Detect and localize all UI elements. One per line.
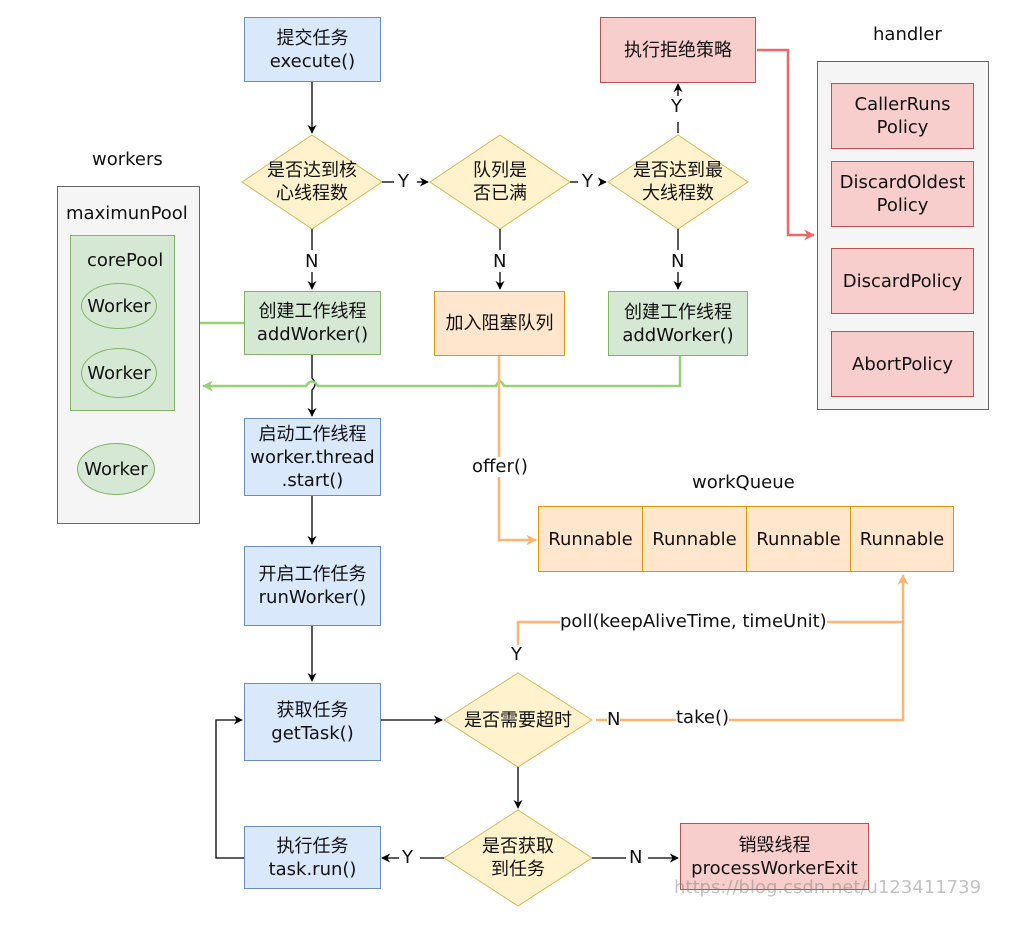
node-destroy-line-1: 销毁线程 — [738, 834, 811, 856]
queue-cell-2-label: Runnable — [652, 528, 737, 550]
decision-queue-full-line-1: 队列是 — [473, 160, 527, 181]
queue-cell-4-label: Runnable — [859, 528, 945, 550]
edge-max-worker-to-pool — [201, 356, 682, 392]
decision-reached-max-line-2: 大线程数 — [642, 183, 714, 204]
work-queue-title: workQueue — [692, 472, 795, 493]
queue-cell-3: Runnable — [746, 506, 851, 572]
maximum-pool-container: maximunPool corePool Worker Worker Worke… — [57, 186, 200, 524]
edge-label-timeout-no: N — [607, 709, 621, 730]
node-run-worker-line-1: 开启工作任务 — [258, 564, 367, 585]
policy-discard: DiscardPolicy — [831, 248, 974, 314]
node-run-task-line-1: 执行任务 — [276, 835, 349, 857]
decision-need-timeout: 是否需要超时 — [454, 708, 582, 732]
node-reject-policy: 执行拒绝策略 — [600, 17, 756, 83]
node-reject-line-1: 执行拒绝策略 — [624, 39, 732, 61]
queue-cell-1-label: Runnable — [548, 528, 633, 550]
edge-label-max-yes: Y — [671, 96, 682, 117]
extra-worker-label: Worker — [84, 458, 148, 480]
core-worker-1: Worker — [81, 283, 157, 329]
decision-got-task-line-2: 到任务 — [491, 859, 545, 880]
edge-take — [596, 573, 909, 722]
core-worker-1-label: Worker — [87, 295, 151, 317]
decision-reached-core-line-1: 是否达到核 — [267, 160, 357, 181]
node-create-core-line-2: addWorker() — [256, 324, 369, 345]
edge-label-got-yes: Y — [402, 847, 413, 868]
node-enqueue: 加入阻塞队列 — [434, 291, 565, 356]
node-create-max-line-1: 创建工作线程 — [624, 301, 732, 323]
edge-label-timeout-yes: Y — [511, 644, 522, 665]
edge-label-queue-yes: Y — [582, 171, 593, 192]
edge-create-to-start — [307, 355, 317, 417]
node-get-task: 获取任务 getTask() — [244, 683, 381, 761]
node-enqueue-line-1: 加入阻塞队列 — [445, 313, 554, 334]
workers-title: workers — [92, 149, 163, 170]
decision-queue-full-line-2: 否已满 — [473, 183, 527, 204]
core-pool-container: corePool Worker Worker — [70, 235, 175, 411]
node-create-core-line-1: 创建工作线程 — [258, 301, 367, 322]
decision-reached-max: 是否达到最 大线程数 — [618, 158, 738, 206]
node-start-thread: 启动工作线程 worker.thread .start() — [244, 418, 381, 496]
decision-queue-full: 队列是 否已满 — [450, 158, 550, 206]
core-worker-2: Worker — [81, 348, 157, 398]
edge-label-got-no: N — [629, 847, 643, 868]
policy-caller-runs-label: CallerRuns Policy — [854, 94, 951, 138]
maximum-pool-label: maximunPool — [66, 203, 188, 224]
node-create-worker-max: 创建工作线程 addWorker() — [608, 291, 748, 356]
decision-need-timeout-line-1: 是否需要超时 — [464, 709, 572, 731]
handler-container: CallerRuns Policy DiscardOldest Policy D… — [817, 61, 989, 410]
decision-got-task-line-1: 是否获取 — [482, 836, 554, 857]
node-start-line-3: .start() — [281, 469, 344, 491]
decision-reached-core: 是否达到核 心线程数 — [252, 158, 372, 206]
edge-label-take: take() — [676, 707, 729, 728]
node-submit-line-2: execute() — [269, 50, 356, 72]
node-destroy-line-2: processWorkerExit — [691, 857, 858, 879]
node-start-line-2: worker.thread — [250, 446, 375, 468]
node-run-task-line-2: task.run() — [268, 858, 357, 880]
decision-reached-core-line-2: 心线程数 — [276, 183, 348, 204]
node-create-worker-core: 创建工作线程 addWorker() — [244, 291, 381, 355]
node-destroy-thread: 销毁线程 processWorkerExit — [680, 823, 869, 890]
policy-discard-oldest-label: DiscardOldest Policy — [839, 172, 966, 216]
edge-reject-to-handler — [757, 48, 816, 241]
node-submit-line-1: 提交任务 — [276, 27, 349, 49]
policy-caller-runs: CallerRuns Policy — [831, 83, 974, 149]
edge-enqueue-offer — [497, 356, 538, 546]
policy-abort: AbortPolicy — [831, 331, 974, 397]
node-submit-task: 提交任务 execute() — [244, 17, 381, 82]
node-run-worker-line-2: runWorker() — [258, 587, 367, 608]
edge-label-max-no: N — [671, 251, 685, 272]
node-get-task-line-2: getTask() — [271, 723, 354, 744]
edge-label-queue-no: N — [493, 251, 507, 272]
core-worker-2-label: Worker — [87, 362, 151, 384]
node-create-max-line-2: addWorker() — [622, 324, 734, 346]
node-start-line-1: 启动工作线程 — [258, 423, 367, 445]
node-get-task-line-1: 获取任务 — [276, 700, 349, 721]
queue-cell-3-label: Runnable — [756, 528, 841, 550]
node-run-worker: 开启工作任务 runWorker() — [244, 546, 381, 626]
handler-title: handler — [873, 24, 942, 45]
node-run-task: 执行任务 task.run() — [244, 826, 381, 889]
queue-cell-1: Runnable — [538, 506, 643, 572]
watermark: https://blog.csdn.net/u123411739 — [674, 877, 982, 898]
queue-cell-4: Runnable — [850, 506, 954, 572]
policy-abort-label: AbortPolicy — [852, 353, 953, 375]
decision-got-task-shape — [443, 809, 593, 907]
edge-label-offer: offer() — [472, 456, 528, 477]
decision-reached-max-line-1: 是否达到最 — [633, 160, 723, 181]
decision-got-task: 是否获取 到任务 — [468, 834, 568, 882]
queue-cell-2: Runnable — [642, 506, 747, 572]
edge-run-task-loop — [215, 715, 244, 859]
edge-label-core-no: N — [305, 251, 319, 272]
extra-worker: Worker — [77, 443, 155, 495]
edge-label-poll: poll(keepAliveTime, timeUnit) — [560, 611, 827, 632]
policy-discard-label: DiscardPolicy — [842, 270, 963, 292]
edge-label-core-yes: Y — [398, 171, 409, 192]
core-pool-label: corePool — [87, 250, 164, 271]
policy-discard-oldest: DiscardOldest Policy — [831, 161, 974, 227]
